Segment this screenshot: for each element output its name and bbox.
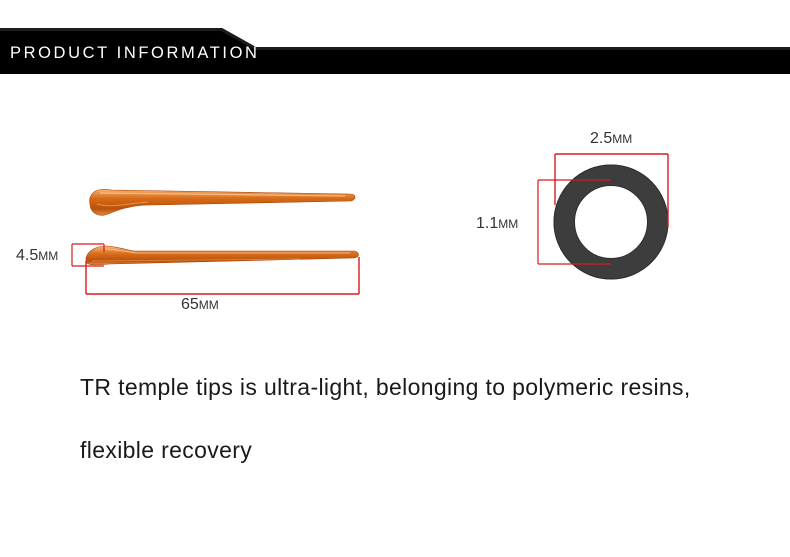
description-line-2: flexible recovery [80,437,253,463]
tip-height-unit: MM [38,249,59,263]
tip-length-unit: MM [198,298,219,312]
inner-diameter-value: 1.1 [476,215,499,232]
page-title: PRODUCT INFORMATION [10,44,260,62]
tip-length-dimension [85,257,360,295]
temple-tip-lower [85,245,359,266]
inner-diameter-dimension [537,179,611,265]
header-banner: PRODUCT INFORMATION [0,0,790,80]
tip-height-label: 4.5MM [16,247,58,265]
description-line-1: TR temple tips is ultra-light, belonging… [80,374,691,400]
tip-length-label: 65MM [181,296,219,314]
header-bar-shape [0,28,790,74]
tip-length-value: 65 [181,296,199,313]
inner-diameter-label: 1.1MM [476,215,518,233]
outer-diameter-value: 2.5 [590,130,613,147]
tip-height-value: 4.5 [16,247,39,264]
outer-diameter-unit: MM [612,132,633,146]
inner-diameter-unit: MM [498,217,519,231]
tip-cross-section-ring [553,164,669,280]
tip-height-dimension [71,243,105,267]
temple-tip-upper [89,189,356,216]
outer-diameter-label: 2.5MM [590,130,632,148]
